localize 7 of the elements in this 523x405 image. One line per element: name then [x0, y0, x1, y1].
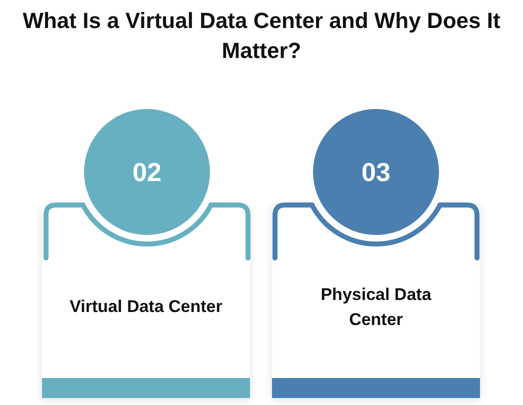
- step-number: 02: [132, 156, 162, 188]
- card: [42, 205, 250, 398]
- step-number: 03: [362, 156, 390, 188]
- card-label: Physical Data Center: [320, 284, 432, 330]
- card-label: Virtual Data Center: [70, 296, 222, 318]
- card: [272, 205, 480, 398]
- title: What Is a Virtual Data Center and Why Does It Matter?: [22, 7, 502, 65]
